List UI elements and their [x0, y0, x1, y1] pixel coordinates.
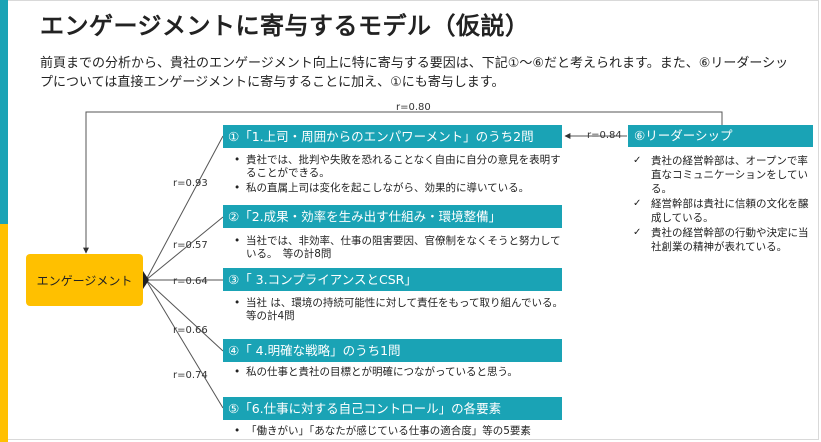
- factor3-title: ③「 3.コンプライアンスとCSR」: [223, 268, 562, 291]
- link-factor2: [145, 216, 224, 281]
- factor1-title: ①「1.上司・周囲からのエンパワーメント」のうち2問: [223, 125, 562, 148]
- factor2-bullets: 当社では、非効率、仕事の阻害要因、官僚制をなくそうと努力している。 等の計8問: [228, 235, 568, 261]
- factor4-title: ④「 4.明確な戦略」のうち1問: [223, 339, 562, 362]
- list-item: 「働きがい」「あなたが感じている仕事の適合度」等の5要素: [228, 425, 568, 438]
- list-item: 経営幹部は貴社に信頼の文化を醸成している。: [631, 197, 813, 225]
- factor5-title: ⑤「6.仕事に対する自己コントロール」の各要素: [223, 397, 562, 420]
- leadership-checklist: 貴社の経営幹部は、オープンで率直なコミュニケーションをしている。 経営幹部は貴社…: [631, 154, 813, 255]
- list-item: 私の仕事と貴社の目標とが明確につながっていると思う。: [228, 366, 568, 379]
- factor4-r-label: r=0.66: [173, 325, 208, 336]
- list-item: 貴社の経営幹部の行動や決定に当社創業の精神が表れている。: [631, 226, 813, 254]
- list-item: 当社 は、環境の持続可能性に対して責任をもって取り組んでいる。 等の計4問: [228, 297, 568, 323]
- factor3-bullets: 当社 は、環境の持続可能性に対して責任をもって取り組んでいる。 等の計4問: [228, 297, 568, 323]
- connector-hub: [143, 271, 149, 289]
- list-item: 当社では、非効率、仕事の阻害要因、官僚制をなくそうと努力している。 等の計8問: [228, 235, 568, 261]
- link-factor5: [145, 279, 224, 409]
- accent-bar-yellow: [0, 224, 8, 442]
- list-item: 私の直属上司は変化を起こしながら、効果的に導いている。: [228, 182, 568, 195]
- list-item: 貴社の経営幹部は、オープンで率直なコミュニケーションをしている。: [631, 154, 813, 196]
- link-factor4: [145, 279, 224, 352]
- factor2-r-label: r=0.57: [173, 240, 208, 251]
- factor1-bullets: 貴社では、批判や失敗を恐れることなく自由に自分の意見を表明することができる。 私…: [228, 154, 568, 195]
- factor2-title: ②「2.成果・効率を生み出す仕組み・環境整備」: [223, 205, 562, 228]
- slide-title: エンゲージメントに寄与するモデル（仮説）: [40, 12, 530, 40]
- link-leadership-engagement: [83, 111, 723, 254]
- leadership-title: ⑥リーダーシップ: [628, 125, 813, 147]
- engagement-box: エンゲージメント: [26, 254, 143, 306]
- leader-link-label: r=0.84: [587, 130, 622, 141]
- accent-bar-teal: [0, 0, 8, 224]
- factor4-bullets: 私の仕事と貴社の目標とが明確につながっていると思う。: [228, 366, 568, 379]
- factor1-r-label: r=0.93: [173, 178, 208, 189]
- factor5-bullets: 「働きがい」「あなたが感じている仕事の適合度」等の5要素: [228, 425, 568, 438]
- lead-text: 前頁までの分析から、貴社のエンゲージメント向上に特に寄与する要因は、下記①～⑥だ…: [40, 56, 789, 90]
- factor3-r-label: r=0.64: [173, 276, 208, 287]
- engagement-label: エンゲージメント: [36, 273, 133, 288]
- factor5-r-label: r=0.74: [173, 370, 208, 381]
- link-factor1: [145, 135, 224, 281]
- top-link-label: r=0.80: [396, 102, 431, 113]
- list-item: 貴社では、批判や失敗を恐れることなく自由に自分の意見を表明することができる。: [228, 154, 568, 180]
